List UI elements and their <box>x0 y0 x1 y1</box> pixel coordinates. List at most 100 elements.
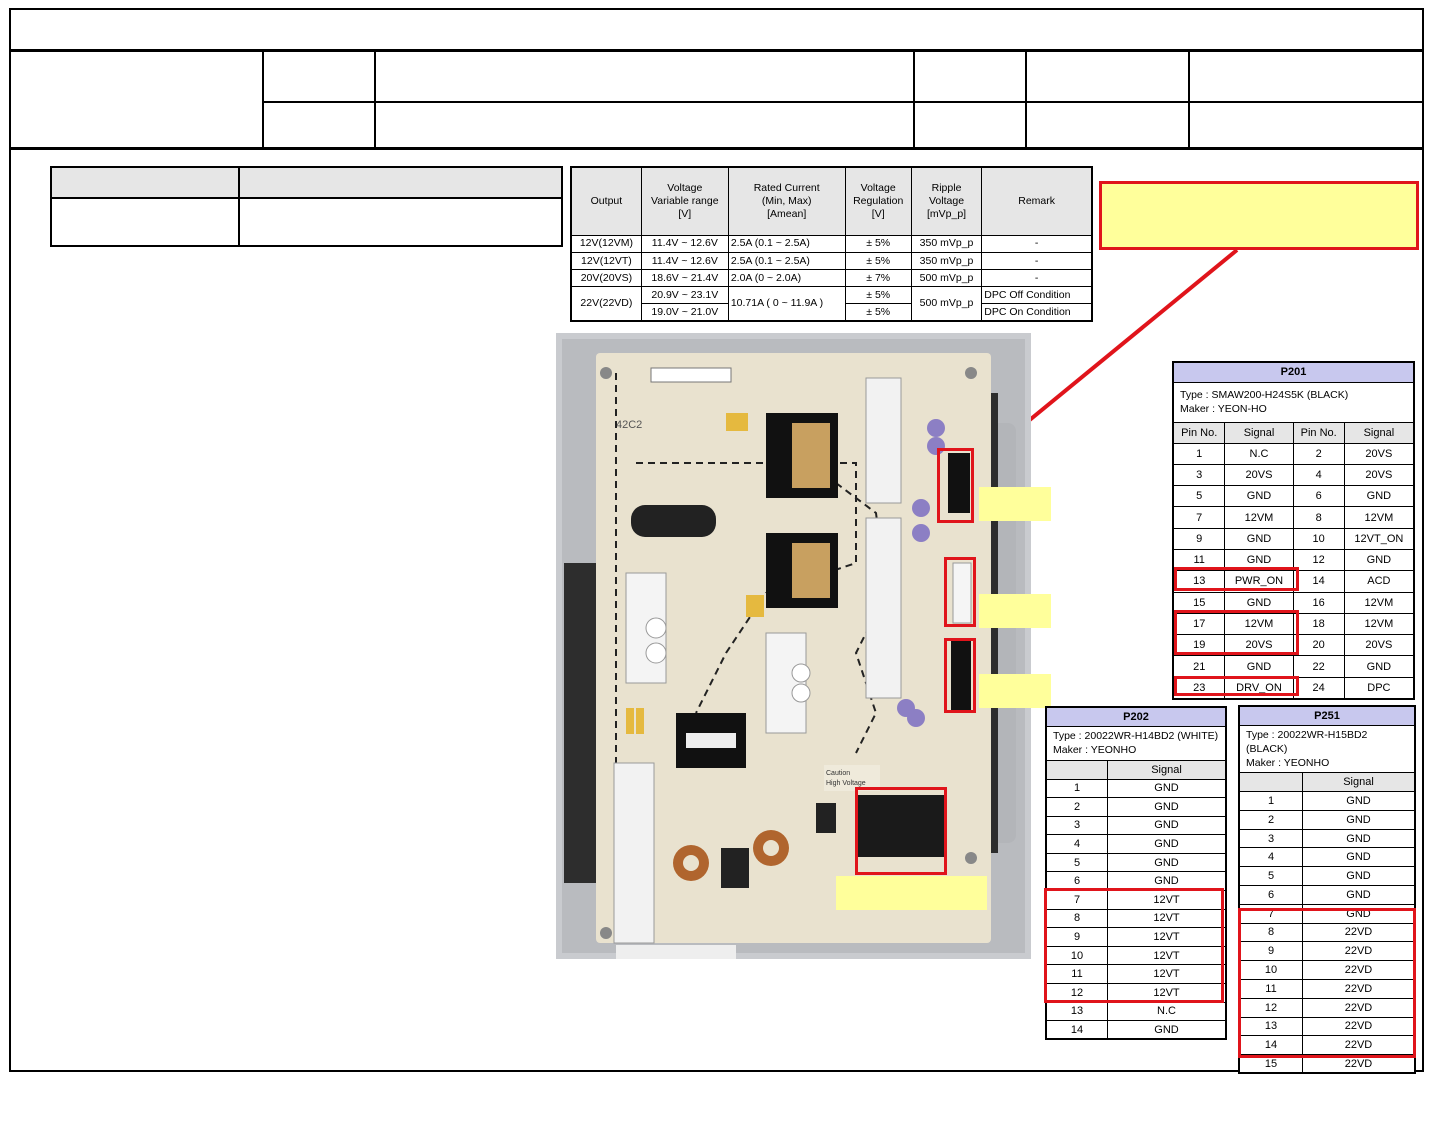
spec-cell: 350 mVp_p <box>910 252 983 271</box>
spec-cell: 18.6V ~ 21.4V <box>640 269 729 288</box>
p202-header-blank <box>1045 759 1108 780</box>
pin-cell: 8 <box>1292 506 1345 529</box>
pin-cell: GND <box>1107 1020 1227 1040</box>
pin-cell: 12VM <box>1343 612 1415 636</box>
pin-cell: 5 <box>1238 866 1303 886</box>
pin-cell: GND <box>1302 866 1416 886</box>
pin-cell: N.C <box>1224 442 1294 465</box>
spec-cell: DPC On Condition <box>981 303 1093 322</box>
caution-label: Caution <box>826 770 850 777</box>
pin-cell: 14 <box>1292 570 1345 593</box>
pin-cell: GND <box>1343 655 1415 678</box>
pin-cell: 16 <box>1292 591 1345 614</box>
pin-cell: GND <box>1224 485 1294 508</box>
p251-header: Signal <box>1302 772 1416 793</box>
pin-cell: GND <box>1224 655 1294 678</box>
spec-cell: 20.9V ~ 23.1V <box>640 286 729 305</box>
pin-cell: 3 <box>1045 815 1108 836</box>
info-table-divider <box>238 168 240 245</box>
p251-title: P251 <box>1238 705 1416 726</box>
pin-cell: GND <box>1224 527 1294 550</box>
highlight-p201-connector <box>937 448 974 523</box>
board-silkscreen: 42C2 <box>616 419 642 431</box>
pin-cell: GND <box>1302 885 1416 905</box>
spec-cell: DPC Off Condition <box>981 286 1093 305</box>
p202-header: Signal <box>1107 759 1227 780</box>
spec-cell: 2.0A (0 ~ 2.0A) <box>727 269 846 288</box>
pin-cell: 1 <box>1238 791 1303 811</box>
p201-header: Signal <box>1224 421 1294 444</box>
highlight-12vm-20vs <box>1174 610 1299 655</box>
highlight-pwr-on <box>1174 567 1299 591</box>
spec-cell: ± 5% <box>844 234 912 254</box>
info-table-header <box>52 168 561 199</box>
pin-cell: 20 <box>1292 634 1345 657</box>
pin-cell: 10 <box>1292 527 1345 550</box>
spec-row: 22V(22VD) 20.9V ~ 23.1V 10.71A ( 0 ~ 11.… <box>570 286 1093 322</box>
spec-cell: ± 7% <box>844 269 912 288</box>
pin-cell: 7 <box>1172 506 1226 529</box>
pin-cell: 6 <box>1238 885 1303 905</box>
pin-cell: GND <box>1107 834 1227 854</box>
header-col-2 <box>374 51 376 148</box>
pin-cell: 4 <box>1292 463 1345 487</box>
header-mid-divider <box>263 101 1424 103</box>
pin-cell: 22 <box>1292 655 1345 678</box>
highlight-drv-on <box>1174 676 1299 696</box>
pin-cell: 2 <box>1292 442 1345 465</box>
header-col-5 <box>1188 51 1190 148</box>
highlight-22vd-pins <box>1238 908 1416 1058</box>
pin-cell: 12VT_ON <box>1343 527 1415 550</box>
spec-cell: 500 mVp_p <box>910 269 983 288</box>
page-frame <box>9 8 1424 1072</box>
p202-title: P202 <box>1045 706 1227 727</box>
spec-cell: 500 mVp_p <box>910 286 983 322</box>
pin-cell: GND <box>1107 797 1227 817</box>
pin-cell: 12VM <box>1343 506 1415 529</box>
pin-cell: GND <box>1343 485 1415 508</box>
spec-cell: 11.4V ~ 12.6V <box>640 252 729 271</box>
pin-cell: GND <box>1107 815 1227 836</box>
spec-cell: 2.5A (0.1 ~ 2.5A) <box>727 252 846 271</box>
spec-cell: 10.71A ( 0 ~ 11.9A ) <box>727 286 846 322</box>
pin-cell: GND <box>1302 828 1416 849</box>
label-fuse <box>836 876 987 910</box>
pin-cell: PWR_ON <box>1224 570 1294 593</box>
pin-cell: 13 <box>1045 1001 1108 1022</box>
spec-cell: ± 5% <box>844 286 912 305</box>
callout-note-box <box>1099 181 1419 250</box>
p201-header: Signal <box>1343 421 1415 444</box>
spec-cell: 350 mVp_p <box>910 234 983 254</box>
p202-pin-table: P202 Type : 20022WR-H14BD2 (WHITE)Maker … <box>1045 706 1227 1041</box>
pin-cell: 4 <box>1238 847 1303 868</box>
p201-header: Pin No. <box>1292 421 1345 444</box>
spec-row: 12V(12VT) 11.4V ~ 12.6V 2.5A (0.1 ~ 2.5A… <box>570 252 1093 271</box>
pin-cell: GND <box>1107 778 1227 799</box>
pin-cell: GND <box>1107 852 1227 873</box>
p201-pin-table: P201 Type : SMAW200-H24S5K (BLACK)Maker … <box>1172 361 1415 700</box>
pin-cell: 12 <box>1292 548 1345 572</box>
info-table <box>50 166 563 247</box>
p251-header-blank <box>1238 772 1303 793</box>
